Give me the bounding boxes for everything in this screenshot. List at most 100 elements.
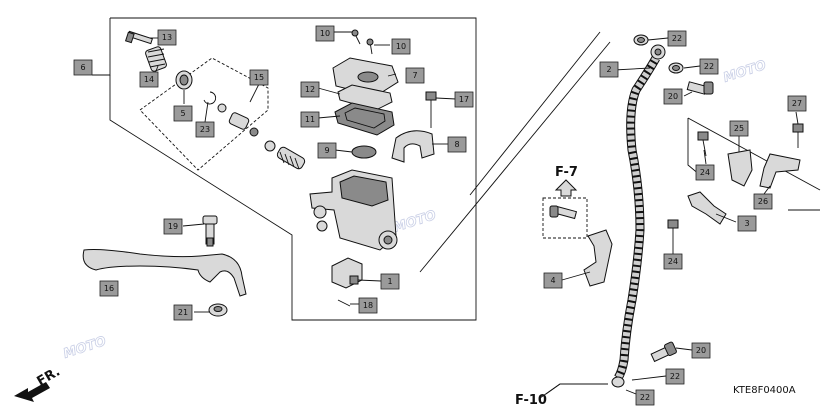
part-label-21: 21 [173,304,193,321]
part-label-number: 22 [670,372,680,381]
hose-parts [542,34,804,395]
part-label-number: 7 [412,71,417,80]
part-label-box [173,105,193,122]
part-label-number: 20 [696,346,706,355]
part-label-box [380,273,400,290]
assembly-frames [92,17,821,399]
part-label-number: 15 [254,73,264,82]
watermark: MOTO [392,208,438,236]
part-label-box [695,164,715,181]
part-label-2: 2 [599,61,619,78]
part-label-box [300,81,320,98]
part-label-box [699,58,719,75]
part-label-box [317,142,337,159]
part-label-12: 12 [300,81,320,98]
part-label-8: 8 [447,136,467,153]
watermark: MOTO [62,334,108,362]
part-label-15: 15 [249,69,269,86]
part-label-box [391,38,411,55]
part-label-box [139,71,159,88]
watermark: MOTO [722,58,768,86]
part-label-number: 13 [162,33,172,42]
part-label-box [173,304,193,321]
part-label-box [454,91,474,108]
part-label-number: 6 [80,63,85,72]
part-label-number: 24 [668,257,678,266]
part-label-box [405,67,425,84]
part-label-box [691,342,711,359]
part-label-box [667,30,687,47]
part-label-23: 23 [195,121,215,138]
part-label-number: 8 [454,140,459,149]
part-label-9: 9 [317,142,337,159]
part-label-24a: 24 [695,164,715,181]
part-label-number: 5 [180,109,185,118]
part-label-16: 16 [99,280,119,297]
part-label-17: 17 [454,91,474,108]
part-label-number: 22 [704,62,714,71]
part-label-10b: 10 [391,38,411,55]
part-label-box [447,136,467,153]
part-label-number: 1 [387,277,392,286]
part-label-number: 19 [168,222,178,231]
part-label-box [249,69,269,86]
part-label-18: 18 [358,297,378,314]
part-label-5: 5 [173,105,193,122]
part-label-number: 25 [734,124,744,133]
part-label-20a: 20 [663,88,683,105]
part-label-22c: 22 [665,368,685,385]
part-label-box [663,253,683,270]
part-label-box [787,95,807,112]
part-label-10a: 10 [315,25,335,42]
part-label-13: 13 [157,29,177,46]
part-label-box [543,272,563,289]
part-label-number: 22 [640,393,650,402]
part-label-3: 3 [737,215,757,232]
part-label-number: 23 [200,125,210,134]
part-label-1: 1 [380,273,400,290]
part-label-box [195,121,215,138]
part-label-number: 2 [606,65,611,74]
part-label-number: 21 [178,308,188,317]
part-label-20b: 20 [691,342,711,359]
part-label-box [729,120,749,137]
part-label-25: 25 [729,120,749,137]
part-label-6: 6 [73,59,93,76]
part-label-number: 18 [363,301,373,310]
part-label-box [753,193,773,210]
part-label-box [635,389,655,406]
diagram-code: KTE8F0400A [733,385,796,396]
part-label-27: 27 [787,95,807,112]
part-label-24b: 24 [663,253,683,270]
part-label-box [157,29,177,46]
part-label-22a: 22 [667,30,687,47]
part-label-number: 22 [672,34,682,43]
part-label-26: 26 [753,193,773,210]
part-label-number: 4 [550,276,555,285]
part-label-number: 20 [668,92,678,101]
ref-f7: F-7 [555,165,578,180]
part-label-number: 3 [744,219,749,228]
part-label-box [599,61,619,78]
watermark-group: MOTO MOTO MOTO [61,58,768,363]
part-label-number: 11 [305,115,315,124]
part-label-number: 17 [459,95,469,104]
part-label-number: 12 [305,85,315,94]
part-label-box [358,297,378,314]
part-label-4: 4 [543,272,563,289]
part-label-number: 14 [144,75,154,84]
part-label-number: 10 [320,29,330,38]
part-label-7: 7 [405,67,425,84]
part-label-number: 27 [792,99,802,108]
master-cylinder-parts [82,29,437,317]
part-label-number: 9 [324,146,329,155]
part-label-11: 11 [300,111,320,128]
part-label-box [315,25,335,42]
part-label-box [737,215,757,232]
part-label-22d: 22 [635,389,655,406]
part-label-number: 24 [700,168,710,177]
part-label-14: 14 [139,71,159,88]
part-label-box [663,88,683,105]
